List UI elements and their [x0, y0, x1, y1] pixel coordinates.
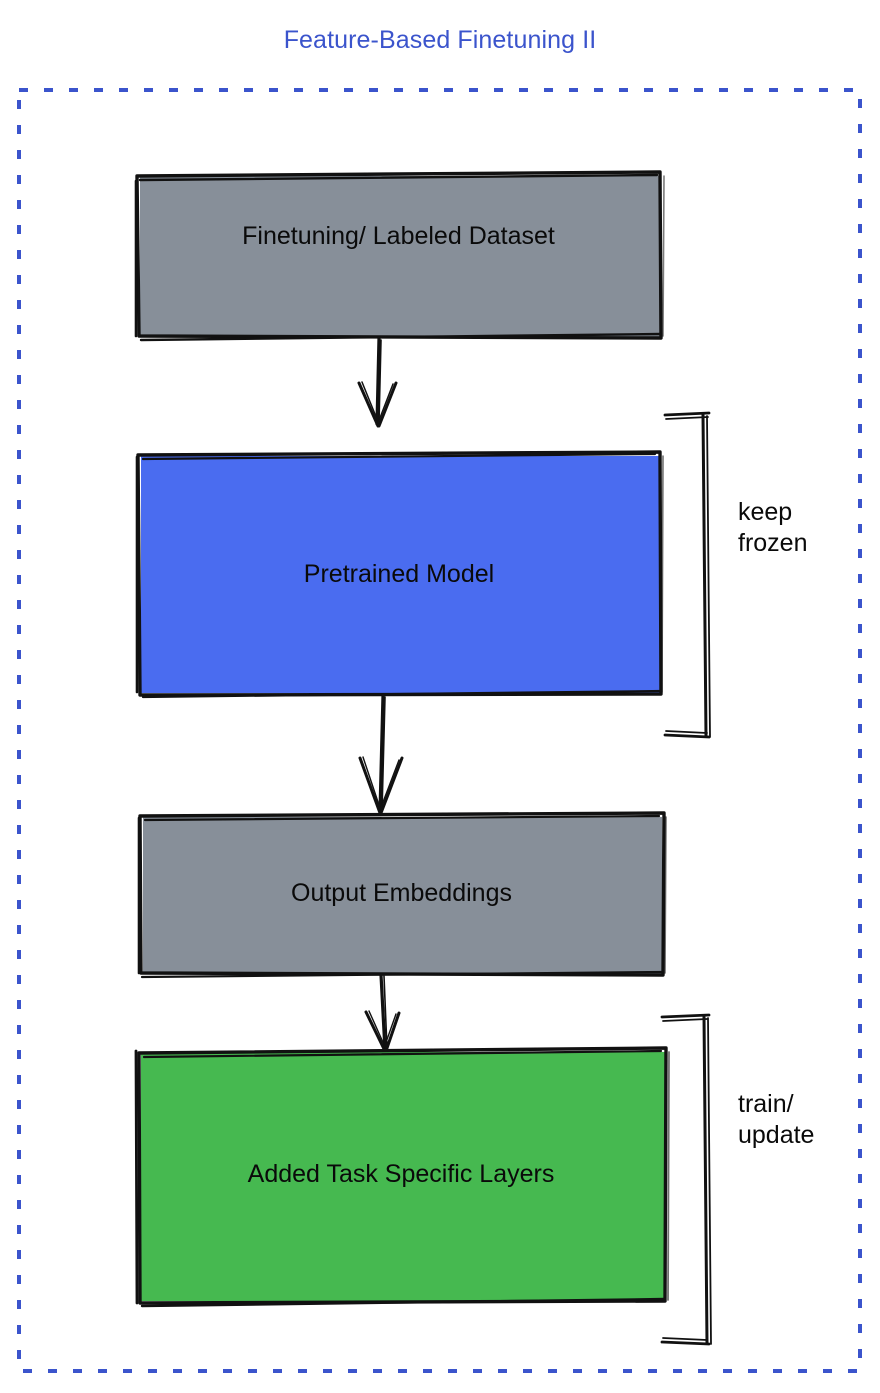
node-label-task-layers: Added Task Specific Layers — [247, 1160, 555, 1188]
arrow-dataset-to-model — [357, 336, 398, 428]
page-title: Feature-Based Finetuning II — [283, 26, 597, 54]
bracket-label-train-update: train/ update — [738, 1090, 815, 1149]
bracket-label-keep-frozen: keep frozen — [738, 498, 808, 557]
node-label-dataset: Finetuning/ Labeled Dataset — [242, 222, 555, 250]
diagram-frame — [17, 88, 862, 1373]
node-dataset[interactable] — [134, 170, 665, 342]
node-task-layers[interactable] — [134, 1046, 670, 1308]
node-output-embeddings[interactable] — [137, 811, 667, 979]
arrow-model-to-embeddings — [358, 693, 404, 815]
node-label-output-embeddings: Output Embeddings — [291, 879, 512, 907]
node-label-pretrained-model: Pretrained Model — [303, 560, 495, 588]
bracket-keep-frozen — [663, 411, 711, 739]
arrow-embeddings-to-layers — [364, 973, 401, 1053]
bracket-train-update — [660, 1013, 712, 1346]
node-pretrained-model[interactable] — [135, 450, 664, 699]
